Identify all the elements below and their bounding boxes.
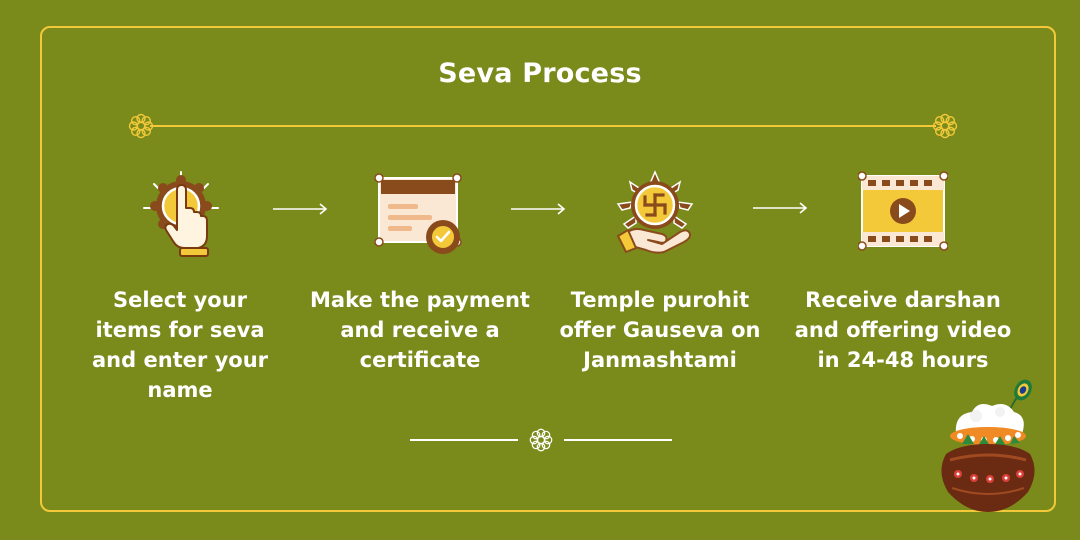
- text-line: and receive a: [340, 318, 500, 342]
- step-2-text: Make the payment and receive a certifica…: [300, 285, 540, 375]
- top-divider: [126, 111, 960, 141]
- text-line: Janmashtami: [583, 348, 737, 372]
- mandala-ornament-icon: [932, 113, 958, 139]
- bottom-divider: [410, 426, 672, 454]
- text-line: and enter your: [91, 348, 269, 372]
- text-line: Receive darshan: [805, 288, 1001, 312]
- text-line: offer Gauseva on: [559, 318, 761, 342]
- text-line: name: [147, 378, 213, 402]
- step-3-text: Temple purohit offer Gauseva on Janmasht…: [540, 285, 780, 375]
- butter-pot-illustration: [941, 379, 1035, 512]
- text-line: Make the payment: [310, 288, 530, 312]
- step-1-text: Select your items for seva and enter you…: [60, 285, 300, 405]
- content-frame: [40, 26, 1056, 512]
- mandala-ornament-icon: [529, 428, 553, 452]
- text-line: in 24-48 hours: [817, 348, 989, 372]
- divider-line: [150, 125, 936, 127]
- video-play-icon: [858, 171, 948, 251]
- tap-hand-icon: [143, 171, 219, 257]
- certificate-icon: [374, 173, 462, 254]
- swastika-offering-icon: [616, 170, 694, 254]
- mandala-ornament-icon: [128, 113, 154, 139]
- text-line: Select your: [112, 288, 248, 312]
- divider-line: [564, 439, 672, 441]
- arrow-right-icon: [511, 203, 566, 215]
- arrow-right-icon: [273, 203, 328, 215]
- text-line: and offering video: [794, 318, 1012, 342]
- page-title: Seva Process: [438, 58, 642, 89]
- step-4-text: Receive darshan and offering video in 24…: [783, 285, 1023, 375]
- text-line: Temple purohit: [570, 288, 750, 312]
- divider-line: [410, 439, 518, 441]
- text-line: certificate: [359, 348, 481, 372]
- text-line: items for seva: [95, 318, 265, 342]
- arrow-right-icon: [753, 202, 808, 214]
